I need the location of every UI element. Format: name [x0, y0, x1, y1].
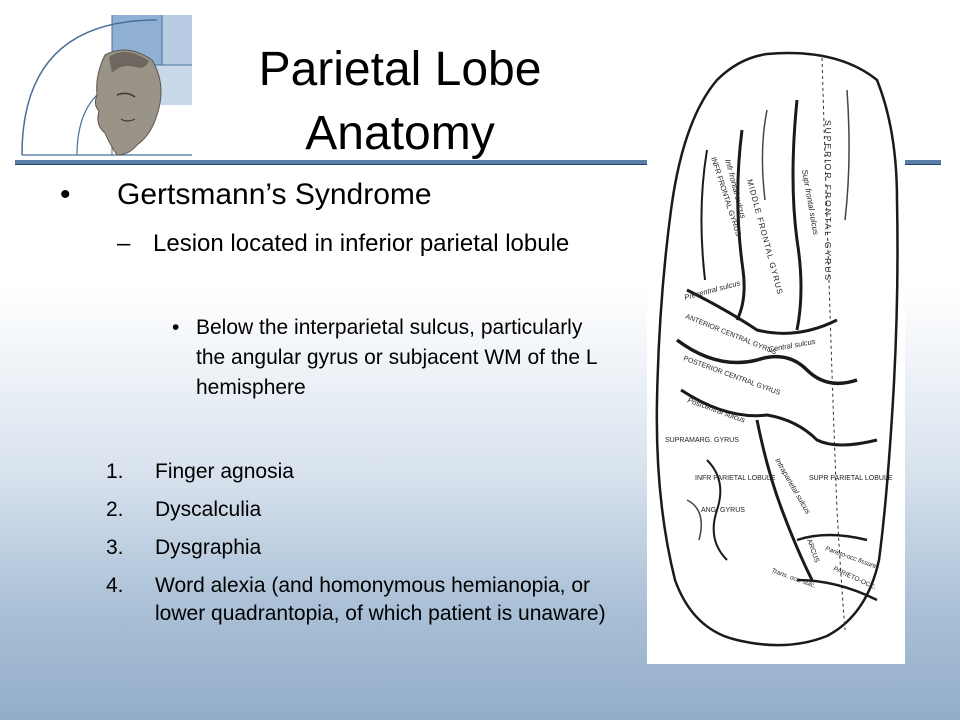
label-sup-parietal-lobule: SUPR PARIETAL LOBULE	[809, 475, 893, 482]
dash-icon: –	[117, 230, 131, 257]
brain-illustration: SUPERIOR FRONTAL GYRUS Supr frontal sulc…	[647, 40, 905, 664]
list-text: Word alexia (and homonymous hemianopia, …	[155, 574, 606, 625]
list-item: 4. Word alexia (and homonymous hemianopi…	[106, 572, 616, 628]
label-inf-parietal-lobule: INFR PARIETAL LOBULE	[695, 475, 776, 482]
list-number: 4.	[106, 574, 124, 597]
slide-title: Parietal Lobe Anatomy	[258, 43, 542, 160]
logo	[17, 15, 197, 165]
brain-dorsal-view-diagram: SUPERIOR FRONTAL GYRUS Supr frontal sulc…	[655, 51, 899, 647]
numbered-list: 1. Finger agnosia 2. Dyscalculia 3. Dysg…	[106, 458, 616, 638]
title-divider	[15, 160, 941, 165]
list-text: Finger agnosia	[155, 460, 294, 483]
bullet-text: Gertsmann’s Syndrome	[117, 178, 432, 211]
bullet-dot-icon: •	[60, 178, 71, 211]
list-item: 2. Dyscalculia	[106, 496, 616, 524]
label-ang-gyrus: ANG. GYRUS	[701, 507, 745, 514]
list-text: Dysgraphia	[155, 536, 262, 559]
list-item: 3. Dysgraphia	[106, 534, 616, 562]
bullet-dot-icon: •	[172, 316, 180, 339]
sub-sub-bullet-text: Below the interparietal sulcus, particul…	[196, 316, 597, 399]
sub-bullet-text: Lesion located in inferior parietal lobu…	[153, 230, 570, 257]
list-text: Dyscalculia	[155, 498, 262, 521]
brain-outline	[655, 51, 899, 647]
label-supramarg-gyrus: SUPRAMARG. GYRUS	[665, 437, 739, 444]
golden-ratio-bust-logo-icon	[17, 15, 197, 163]
label-sup-frontal-gyrus: SUPERIOR FRONTAL GYRUS	[823, 120, 833, 282]
list-number: 2.	[106, 498, 124, 521]
list-number: 1.	[106, 460, 124, 483]
list-item: 1. Finger agnosia	[106, 458, 616, 486]
list-number: 3.	[106, 536, 124, 559]
